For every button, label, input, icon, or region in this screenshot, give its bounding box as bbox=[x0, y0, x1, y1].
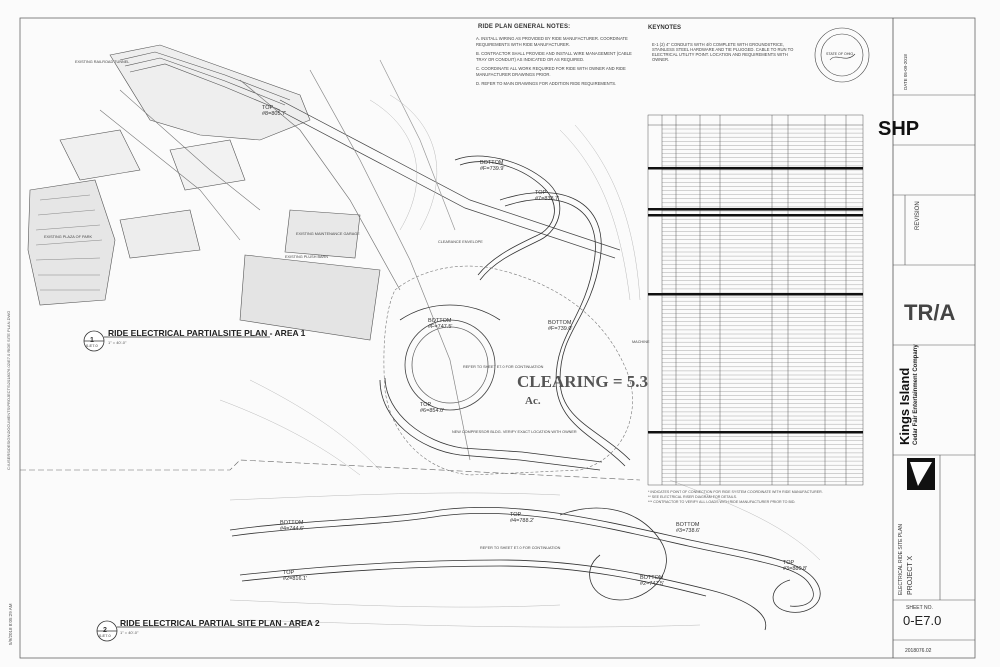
elevation-bottom-5: BOTTOM#3=738.6' bbox=[676, 522, 701, 534]
schedule-block-fills bbox=[648, 167, 863, 434]
sheet-number: 0-E7.0 bbox=[903, 613, 942, 628]
plan-area-1-scale: 1" = 40'-0" bbox=[108, 340, 127, 345]
client-name: Kings Island bbox=[897, 367, 912, 445]
ride-plan-note: REQUIREMENTS WITH RIDE MANUFACTURER. bbox=[476, 42, 570, 47]
elevation-top-6: TOP#3=880.8' bbox=[783, 560, 808, 572]
site-label-compressor: NEW COMPRESSOR BLDG. VERIFY EXACT LOCATI… bbox=[452, 430, 577, 434]
clearing-area-label: CLEARING = 5.3 bbox=[517, 372, 649, 391]
elevation-bottom-3: BOTTOM#F=739.0' bbox=[548, 320, 573, 332]
elevation-bottom-2: BOTTOM#F=747.5' bbox=[428, 318, 453, 330]
plan-bubble-2-number: 2 bbox=[103, 627, 107, 634]
ride-plan-note: D. REFER TO MAIN DRAWINGS FOR ADDITION R… bbox=[476, 81, 617, 86]
area-separator bbox=[20, 459, 641, 481]
plan-bubble-2 bbox=[96, 620, 300, 642]
plan-bubble-1-sheet: 0-E7.0 bbox=[86, 343, 98, 348]
site-label-machine: MACHINE bbox=[632, 340, 650, 344]
plan-area-2-caption: RIDE ELECTRICAL PARTIAL SITE PLAN - AREA… bbox=[120, 618, 320, 628]
coaster-track-upper bbox=[379, 155, 631, 471]
site-label-maintenance: EXISTING MAINTENANCE GARAGE bbox=[296, 232, 360, 236]
kings-island-mark bbox=[907, 458, 935, 490]
schedule-footnote: * INDICATES POINT OF CONNECTION FOR RIDE… bbox=[648, 490, 823, 494]
revision-label: REVISION bbox=[915, 201, 921, 230]
elevation-top-5: TOP#2=816.1' bbox=[283, 570, 308, 582]
plan-bubble-1 bbox=[83, 330, 270, 352]
firm-logo-shp: SHP bbox=[878, 118, 920, 140]
ride-plan-notes-title: RIDE PLAN GENERAL NOTES: bbox=[478, 24, 571, 30]
seal-text: STATE OF OHIO bbox=[826, 52, 854, 56]
clearing-boundary bbox=[383, 265, 633, 476]
site-label-parking: EXISTING PLAZA OF PARK bbox=[44, 235, 93, 239]
site-label-tunnel: EXISTING RAILROAD TUNNEL bbox=[75, 60, 130, 64]
elevation-top-1: TOP#8=805.7' bbox=[262, 105, 287, 117]
site-label-refer-2: REFER TO SHEET E7.0 FOR CONTINUATION bbox=[480, 546, 561, 550]
ride-plan-note: MANUFACTURER DRAWINGS PRIOR. bbox=[476, 72, 551, 77]
utility-corridor bbox=[239, 59, 621, 461]
plan-area-2-scale: 1" = 40'-0" bbox=[120, 630, 139, 635]
keynotes-title: KEYNOTES bbox=[648, 25, 682, 31]
elevation-bottom-1: BOTTOM#F=739.9' bbox=[480, 160, 505, 172]
plot-date-stamp: 5/9/2018 8:05:29 AM bbox=[8, 603, 13, 645]
ride-plan-note: C. COORDINATE ALL WORK REQUIRED FOR RIDE… bbox=[476, 66, 626, 71]
schedule-rows bbox=[662, 128, 863, 482]
issue-date: DATE 05-09-2018 bbox=[903, 54, 908, 90]
elevation-top-2: TOP#7=838.7' bbox=[535, 190, 560, 202]
architect-logo: TR/A bbox=[904, 300, 956, 325]
site-label-refer-1: REFER TO SHEET E7.0 FOR CONTINUATION bbox=[463, 365, 544, 369]
ride-plan-note: A. INSTALL WIRING AS PROVIDED BY RIDE MA… bbox=[476, 36, 628, 41]
sheet-number-label: SHEET NO. bbox=[906, 605, 933, 611]
title-block-lines bbox=[893, 94, 975, 641]
ride-plan-note: TRAY OR CONDUIT) AS INDICATED OR AS REQU… bbox=[476, 57, 585, 62]
site-label-plush-barn: EXISTING PLUSH BARN bbox=[285, 255, 329, 259]
elevation-top-3: TOP#6=854.0' bbox=[420, 402, 445, 414]
client-subtitle: Cedar Fair Entertainment Company bbox=[913, 344, 919, 445]
plan-area-1-caption: RIDE ELECTRICAL PARTIALSITE PLAN - AREA … bbox=[108, 328, 306, 338]
contour-lines bbox=[219, 94, 641, 476]
file-path-stamp: C:\USERS\DESIGN\DOCUMENTS\PROJECTS\20180… bbox=[6, 310, 11, 470]
site-label-clearance: CLEARANCE ENVELOPE bbox=[438, 240, 483, 244]
area2-contours bbox=[229, 479, 821, 628]
job-number: 2018076.02 bbox=[905, 648, 932, 654]
plan-bubble-2-sheet: 0-E7.0 bbox=[99, 633, 111, 638]
project-name: PROJECT X bbox=[907, 555, 914, 595]
clearing-area-unit: Ac. bbox=[525, 395, 541, 407]
elevation-bottom-6: BOTTOM#2=747.5' bbox=[640, 575, 665, 587]
sheet-title: ELECTRICAL RIDE SITE PLAN bbox=[898, 524, 904, 595]
ride-plan-note: B. CONTRACTOR SHALL PROVIDE AND INSTALL … bbox=[476, 51, 632, 56]
engineer-seal bbox=[814, 27, 870, 83]
schedule-footnote: *** CONTRACTOR TO VERIFY ALL LOADS WITH … bbox=[648, 500, 796, 504]
keynote-item: E-1 (2) 4" CONDUITS WITH 4/0 COMPLETE WI… bbox=[652, 42, 794, 62]
elevation-bottom-4: BOTTOM#4=744.6' bbox=[280, 520, 305, 532]
panel-schedule-table bbox=[647, 114, 864, 486]
coaster-track-lower bbox=[229, 506, 821, 631]
elevation-top-4: TOP#4=788.2' bbox=[510, 512, 535, 524]
area1-buildings bbox=[27, 44, 381, 341]
plan-bubble-1-number: 1 bbox=[90, 337, 94, 344]
schedule-footnote: ** SEE ELECTRICAL RISER DIAGRAM FOR DETA… bbox=[648, 495, 738, 499]
